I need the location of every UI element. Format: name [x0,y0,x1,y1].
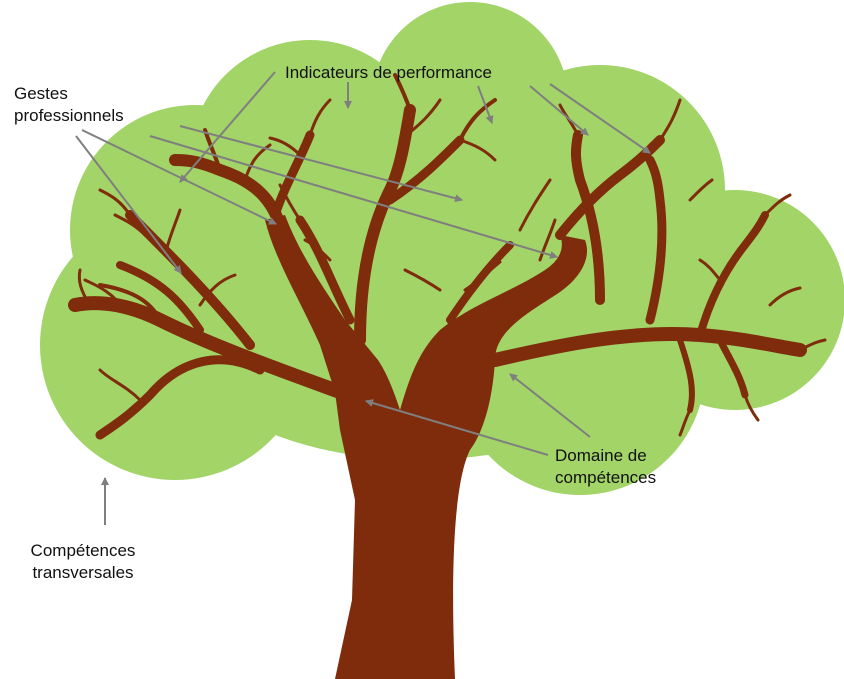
label-gestes-line1: Gestes [14,84,68,103]
label-competences-line2: transversales [32,563,134,582]
label-gestes: Gestes professionnels [14,83,124,127]
twig-r10 [678,408,692,437]
branch-right-2 [570,130,605,305]
branch-right-lower [716,336,749,399]
arrow-gestes-4 [179,125,463,203]
twig-r2 [658,98,682,142]
twig-ul4 [268,136,302,157]
branch-left-major [68,296,347,399]
twig-c5 [278,183,302,222]
twig-l3 [98,368,142,402]
twig-c6 [303,238,332,262]
twig-l2 [83,278,127,312]
branch-left-upper [125,210,255,350]
twig-l5 [163,208,182,257]
twig-r4 [798,338,827,352]
branch-left-mid [116,261,204,334]
twig-r7 [618,156,652,177]
twig-r5 [743,393,760,422]
twig-l1 [98,283,162,322]
arrow-domaine-2 [509,373,591,438]
branch-right-4 [696,211,769,339]
branch-right-3 [645,155,667,325]
arrow-indicateurs-4 [529,85,589,136]
twig-l8 [198,273,237,307]
twig-l6 [113,213,147,237]
branch-center-right [385,135,465,205]
twig-m1 [403,268,442,292]
branch-left-lower [95,355,265,440]
label-competences-line1: Compétences [30,541,136,560]
label-domaine-line1: Domaine de [555,446,647,465]
label-gestes-line2: professionnels [14,106,124,125]
twig-c3 [458,138,497,162]
label-domaine-line2: compétences [555,468,657,487]
twig-r12 [688,178,714,202]
arrow-domaine-1 [365,399,549,456]
branch-right-lower-2 [677,337,695,413]
branch-center-left [295,215,355,325]
arrow-indicateurs-5 [549,83,651,154]
twig-ul2 [243,143,272,182]
arrow-gestes-1 [75,135,182,274]
twig-l4 [98,188,132,217]
label-indicateurs: Indicateurs de performance [285,62,492,84]
twig-c2 [458,98,497,142]
label-indicateurs-text: Indicateurs de performance [285,63,492,82]
branch-center [354,104,416,346]
trunk [265,215,588,679]
trunk-main [265,215,588,679]
arrow-gestes-2 [81,129,277,225]
label-domaine: Domaine de compétences [555,445,656,489]
twig-r3 [763,193,792,217]
label-competences: Compétences transversales [8,540,158,584]
twig-r6 [768,286,802,307]
twig-c1 [393,73,412,112]
twig-l7 [77,268,92,307]
twig-ul3 [308,98,332,137]
arrow-gestes-3 [149,135,558,259]
twig-r11 [698,258,722,282]
branch-right-major [488,327,807,367]
twig-m2 [463,260,502,292]
twig-r8 [518,178,552,232]
branches [68,73,827,440]
arrow-indicateurs-1 [179,71,276,183]
twig-c4 [398,98,442,142]
arrow-indicateurs-3 [477,85,494,124]
arrows [75,71,651,525]
branch-upper-left-2 [270,130,315,220]
twig-r9 [538,218,557,262]
